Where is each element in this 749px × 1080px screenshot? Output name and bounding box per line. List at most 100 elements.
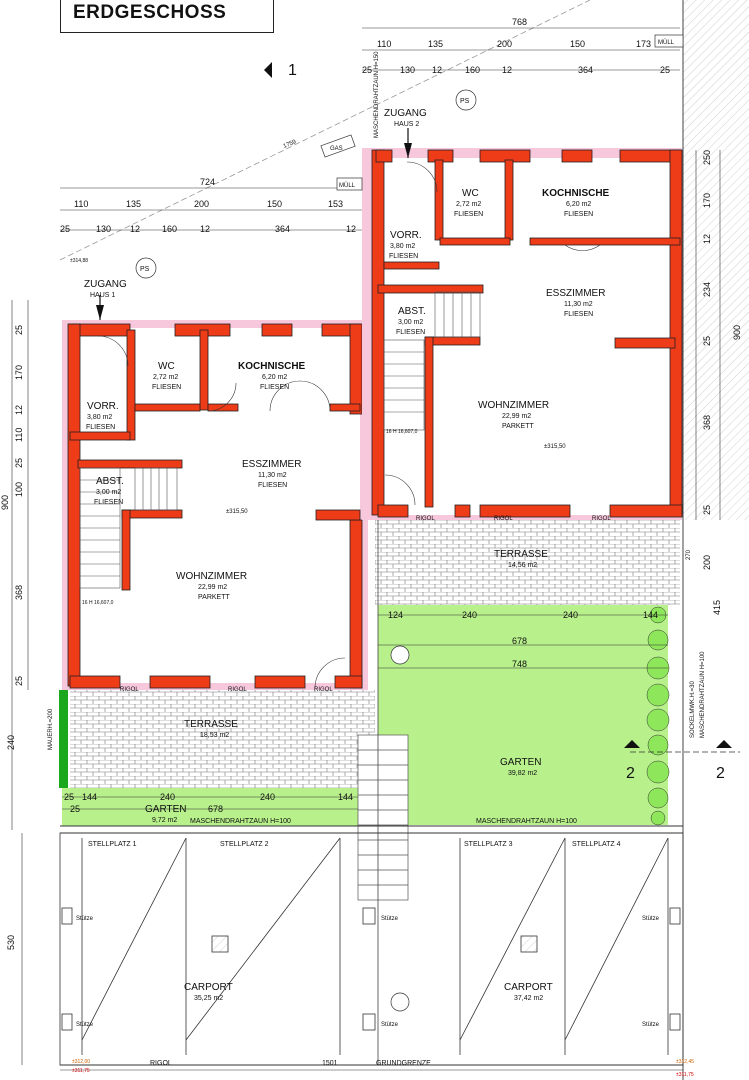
section-mark-2-left: 2 xyxy=(626,765,635,782)
haus1-side-dim: 170 xyxy=(14,365,24,380)
haus1-garden-dim: 240 xyxy=(160,792,175,802)
hedge xyxy=(646,606,670,826)
carport1-area: 35,25 m2 xyxy=(194,995,223,1002)
haus1-dim: 200 xyxy=(194,199,209,209)
haus1-dim: 12 xyxy=(200,224,210,234)
level-left1: ±312,00 xyxy=(72,1059,90,1065)
haus1-esszimmer-area: 11,30 m2 xyxy=(258,472,287,479)
haus2-dim: 12 xyxy=(432,65,442,75)
haus1-side-dim: 110 xyxy=(14,428,24,442)
haus1-vorr-area: 3,80 m2 xyxy=(87,414,112,421)
haus2-dim: 25 xyxy=(660,65,670,75)
haus1-garden-total: 678 xyxy=(208,804,223,814)
haus2-side-dim: 368 xyxy=(702,415,712,430)
haus1-dim: 25 xyxy=(60,224,70,234)
stuetze-label: Stütze xyxy=(76,1022,94,1028)
haus1-side-dim: 100 xyxy=(14,482,24,497)
garden-strip-haus1 xyxy=(62,788,358,826)
haus2-wc-area: 2,72 m2 xyxy=(456,201,481,208)
haus1-dim: 110 xyxy=(74,199,88,209)
stuetze-label: Stütze xyxy=(76,916,94,922)
haus1-side-dim: 12 xyxy=(14,405,24,415)
haus1-dim: 12 xyxy=(346,224,356,234)
fence-label-vertical: MASCHENDRAHTZAUN H=100 xyxy=(700,651,706,738)
stellplatz-3: STELLPLATZ 3 xyxy=(464,841,513,848)
haus1-dim: 12 xyxy=(130,224,140,234)
stellplatz-1: STELLPLATZ 1 xyxy=(88,841,137,848)
grundgrenze-label: GRUNDGRENZE xyxy=(376,1060,431,1067)
rigol-label: RIGOL xyxy=(416,516,435,522)
haus2-esszimmer-name: ESSZIMMER xyxy=(546,288,605,299)
dim-270: 270 xyxy=(686,549,692,560)
haus1-wohnzimmer-floor: PARKETT xyxy=(198,594,230,601)
title-box: ERDGESCHOSS xyxy=(60,0,274,33)
haus2-wc-name: WC xyxy=(462,188,479,199)
haus2-label: HAUS 2 xyxy=(394,121,419,128)
haus1-side-dim: 25 xyxy=(14,325,24,335)
haus2-garden-dim: 124 xyxy=(388,610,403,620)
stuetze-label: Stütze xyxy=(381,1022,399,1028)
haus2-vorr-name: VORR. xyxy=(390,230,422,241)
haus2-wohnzimmer-name: WOHNZIMMER xyxy=(478,400,549,411)
stuetze-label: Stütze xyxy=(381,916,399,922)
section-mark-1: 1 xyxy=(288,62,297,79)
haus1-abst-area: 3,00 m2 xyxy=(96,489,121,496)
level-top: ±314,88 xyxy=(70,258,88,264)
carport1-name: CARPORT xyxy=(184,982,233,993)
haus1-kochnische-floor: FLIESEN xyxy=(260,384,289,391)
haus2-dim: 135 xyxy=(428,39,443,49)
haus2-building xyxy=(362,148,683,520)
haus2-kochnische-floor: FLIESEN xyxy=(564,211,593,218)
neighbour-hatch xyxy=(683,0,749,520)
garden-area-haus2 xyxy=(378,605,668,825)
haus2-vorr-area: 3,80 m2 xyxy=(390,243,415,250)
haus2-level: ±315,50 xyxy=(544,444,566,450)
haus2-side-total: 900 xyxy=(732,325,742,340)
haus1-side-dim: 25 xyxy=(14,676,24,686)
haus1-level: ±315,50 xyxy=(226,509,248,515)
haus1-kochnische-area: 6,20 m2 xyxy=(262,374,287,381)
rigol-label: RIGOL xyxy=(228,687,247,693)
haus1-side-dim: 368 xyxy=(14,585,24,600)
sockel-label: SOCKELMWK.H.=30 xyxy=(690,680,696,738)
muell-label-haus2: MÜLL xyxy=(658,39,675,46)
haus2-wc-floor: FLIESEN xyxy=(454,211,483,218)
haus2-dim: 173 xyxy=(636,39,651,49)
haus1-stairs: 16 H 16,607,0 xyxy=(82,600,114,606)
haus1-garden-dim: 240 xyxy=(260,792,275,802)
haus1-garden-dim: 144 xyxy=(82,792,97,802)
haus2-dim: 150 xyxy=(570,39,585,49)
haus2-side-dim: 12 xyxy=(702,234,712,244)
haus1-dim: 135 xyxy=(126,199,141,209)
haus2-garden-total2: 748 xyxy=(512,659,527,669)
fence-label-left: MASCHENDRAHTZAUN H=100 xyxy=(190,818,291,825)
haus1-kochnische-name: KOCHNISCHE xyxy=(238,361,306,372)
haus1-dim: 364 xyxy=(275,224,290,234)
haus1-wohnzimmer-name: WOHNZIMMER xyxy=(176,571,247,582)
haus1-side-dim: 25 xyxy=(14,458,24,468)
haus2-side-dim: 250 xyxy=(702,150,712,165)
haus1-esszimmer-name: ESSZIMMER xyxy=(242,459,301,470)
haus2-abst-name: ABST. xyxy=(398,306,426,317)
haus2-dim: 160 xyxy=(465,65,480,75)
haus2-esszimmer-area: 11,30 m2 xyxy=(564,301,593,308)
haus2-side-dim: 25 xyxy=(702,336,712,346)
haus2-garden-dim: 144 xyxy=(643,610,658,620)
rigol-label: RIGOL xyxy=(494,516,513,522)
haus1-garden-dim: 25 xyxy=(70,804,80,814)
dim-1759: 1759 xyxy=(283,139,298,150)
gas-label: GAS xyxy=(330,146,343,152)
haus2-garden-total: 678 xyxy=(512,636,527,646)
haus2-dim: 130 xyxy=(400,65,415,75)
haus2-vorr-floor: FLIESEN xyxy=(389,253,418,260)
rigol-label-bottom: RIGOL xyxy=(150,1060,172,1067)
haus2-terrasse-area: 14,56 m2 xyxy=(508,562,537,569)
fence-label-right: MASCHENDRAHTZAUN H=100 xyxy=(476,818,577,825)
haus1-esszimmer-floor: FLIESEN xyxy=(258,482,287,489)
haus1-terrasse-area: 18,53 m2 xyxy=(200,732,229,739)
haus2-side-dim: 25 xyxy=(702,505,712,515)
haus1-mauer: MAUERH.=200 xyxy=(48,708,54,750)
haus2-dim: 25 xyxy=(362,65,372,75)
haus2-ps: PS xyxy=(460,98,470,105)
carport-height-dim: 530 xyxy=(6,935,16,950)
